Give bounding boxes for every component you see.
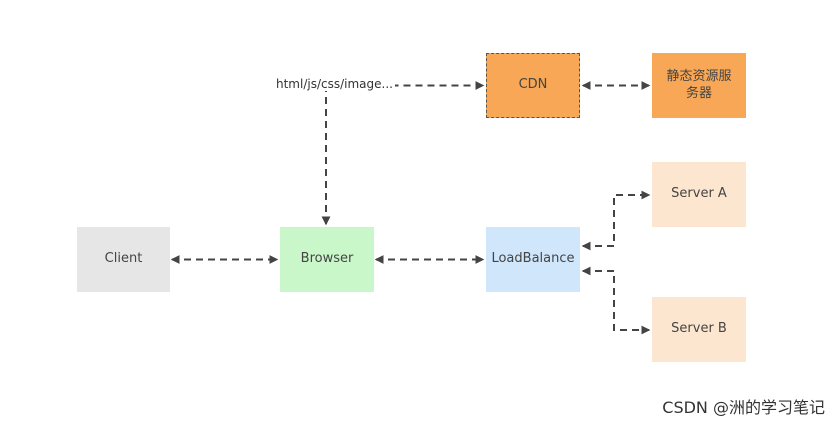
- client-label: Client: [104, 251, 143, 267]
- cdn-label: CDN: [518, 77, 548, 93]
- browser-cdn-edge-label: html/js/css/image...: [274, 77, 395, 91]
- server-a-node: Server A: [652, 162, 746, 227]
- server-a-label: Server A: [671, 186, 727, 202]
- loadbalance-label: LoadBalance: [491, 251, 575, 267]
- client-node: Client: [77, 227, 170, 292]
- static-resource-server-node: 静态资源服务器: [652, 53, 746, 118]
- watermark: CSDN @洲的学习笔记: [662, 398, 825, 417]
- browser-label: Browser: [300, 251, 354, 267]
- cdn-node: CDN: [486, 53, 580, 118]
- server-b-label: Server B: [671, 321, 727, 337]
- server-b-node: Server B: [652, 297, 746, 362]
- loadbalance-server-a-edge: [581, 190, 651, 251]
- loadbalance-server-b-edge: [581, 266, 651, 335]
- loadbalance-node: LoadBalance: [486, 227, 580, 292]
- static-resource-server-label: 静态资源服务器: [666, 69, 732, 101]
- browser-cdn-edge: [321, 81, 485, 226]
- browser-node: Browser: [280, 227, 374, 292]
